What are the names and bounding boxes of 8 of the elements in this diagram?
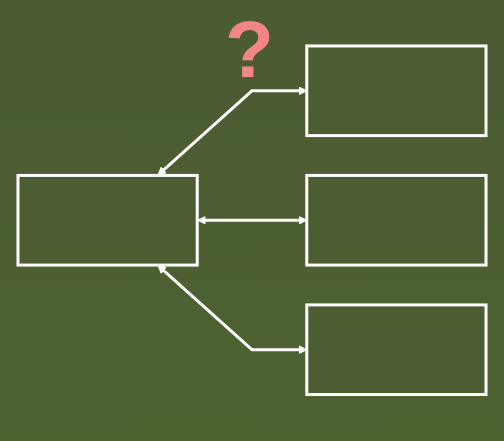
- node-box: [305, 174, 488, 267]
- node-box: [305, 44, 488, 138]
- arrow: [157, 265, 308, 354]
- node-box: [305, 304, 488, 396]
- node-box: [16, 174, 199, 267]
- question-mark-label: ?: [225, 4, 274, 96]
- arrow: [157, 86, 308, 176]
- arrow: [197, 216, 308, 225]
